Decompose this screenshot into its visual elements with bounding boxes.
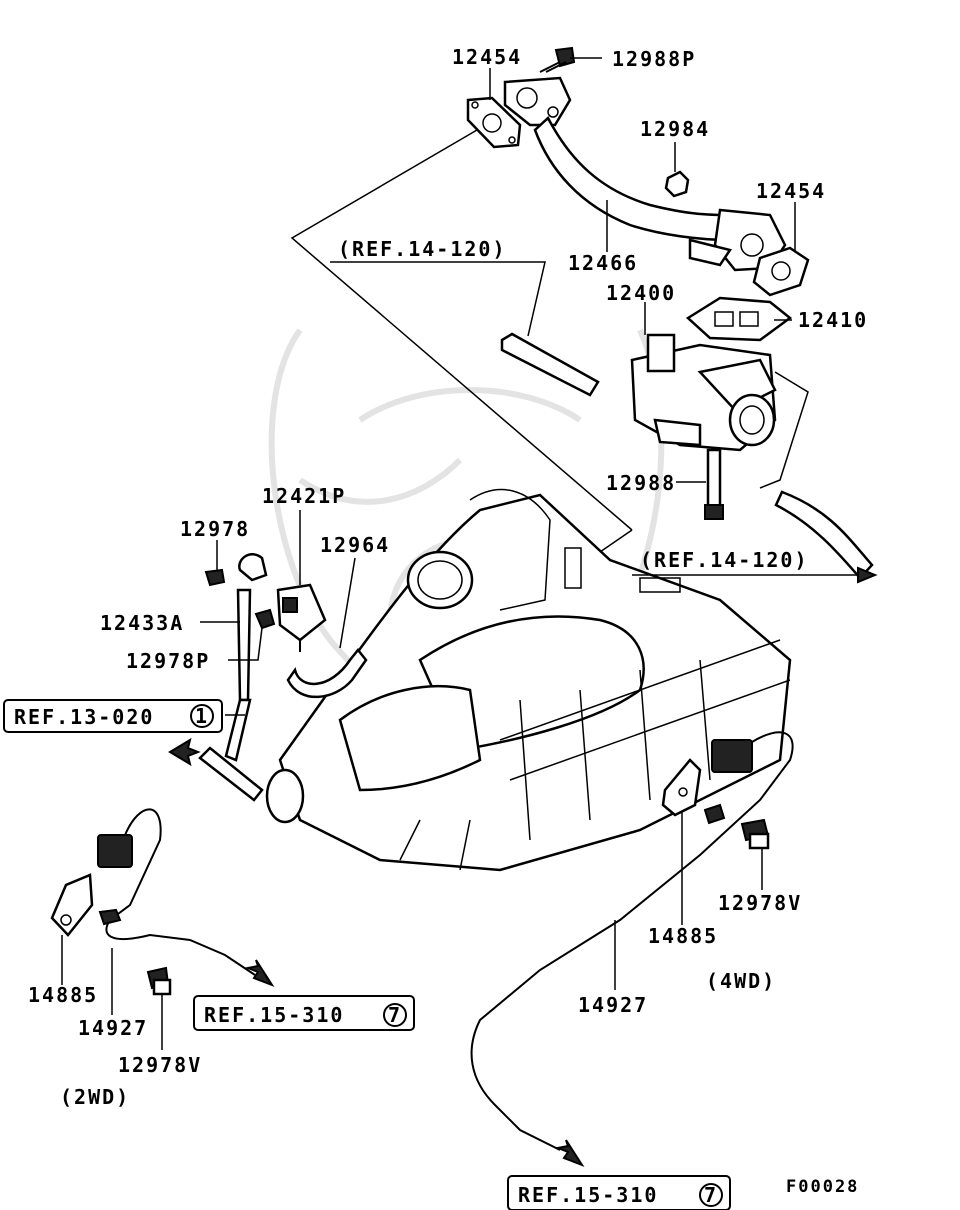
label-14885-right: 14885 [648,924,718,948]
ref-14-120-right: (REF.14-120) [640,548,809,572]
hose-12964 [286,647,368,699]
bolt-12978V-right [740,818,770,850]
ref-15-310-left-number: 7 [388,1003,402,1027]
label-12988P: 12988P [612,47,696,71]
label-12978P: 12978P [126,649,210,673]
solenoid-12421P [276,583,327,652]
valve-12400 [630,333,777,452]
ref-15-310-left-box: REF.15-310 7 [193,995,415,1031]
figure-code: F00028 [786,1177,859,1197]
label-14927-left: 14927 [78,1016,148,1040]
label-14885-left: 14885 [28,983,98,1007]
gasket-12454-top [466,96,522,149]
label-12466: 12466 [568,251,638,275]
ref-14-120-top: (REF.14-120) [338,237,507,261]
label-12984: 12984 [640,117,710,141]
intake-manifold [265,488,792,872]
ref-15-310-bottom-number: 7 [704,1183,718,1207]
ref-13-020-text: REF.13-020 [14,705,154,729]
ref-15-310-left-text: REF.15-310 [204,1003,344,1027]
label-12410: 12410 [798,308,868,332]
ref-13-020-box: REF.13-020 1 [3,699,223,733]
arrow-left-icon [168,737,201,767]
bolt-12978 [204,568,226,587]
label-12400: 12400 [606,281,676,305]
bolt-12978P [254,608,276,630]
label-12978: 12978 [180,517,250,541]
label-14927-right: 14927 [578,993,648,1017]
ref-15-310-bottom-box: REF.15-310 7 [507,1175,731,1210]
variant-4wd: (4WD) [706,969,776,993]
label-12978V-left: 12978V [118,1053,202,1077]
gasket-12454-right [752,246,810,297]
arrow-right-icon [857,566,878,584]
bolt-12988P [539,46,576,73]
bolt-12978V-left [146,966,172,996]
sensor-14927-4wd [470,731,794,1151]
label-12988: 12988 [606,471,676,495]
hose-12433A [198,553,268,802]
label-12978V-right: 12978V [718,891,802,915]
sensor-14927-2wd [50,808,256,976]
arrow-icons [168,566,878,1168]
arrow-down-right-icon-bottom [554,1139,585,1168]
ref-13-020-number: 1 [195,704,209,728]
egr-pipe-12466 [503,76,787,272]
leader-lines [61,57,858,1050]
gasket-12410 [685,296,793,342]
label-12454-right: 12454 [756,179,826,203]
label-12964: 12964 [320,533,390,557]
nut-12984 [664,170,690,198]
label-12421P: 12421P [262,484,346,508]
label-12433A: 12433A [100,611,184,635]
ref-15-310-bottom-text: REF.15-310 [518,1183,658,1207]
variant-2wd: (2WD) [60,1085,130,1109]
arrow-down-right-icon-left [244,959,275,988]
bolt-12988 [704,448,724,520]
label-12454-top: 12454 [452,45,522,69]
